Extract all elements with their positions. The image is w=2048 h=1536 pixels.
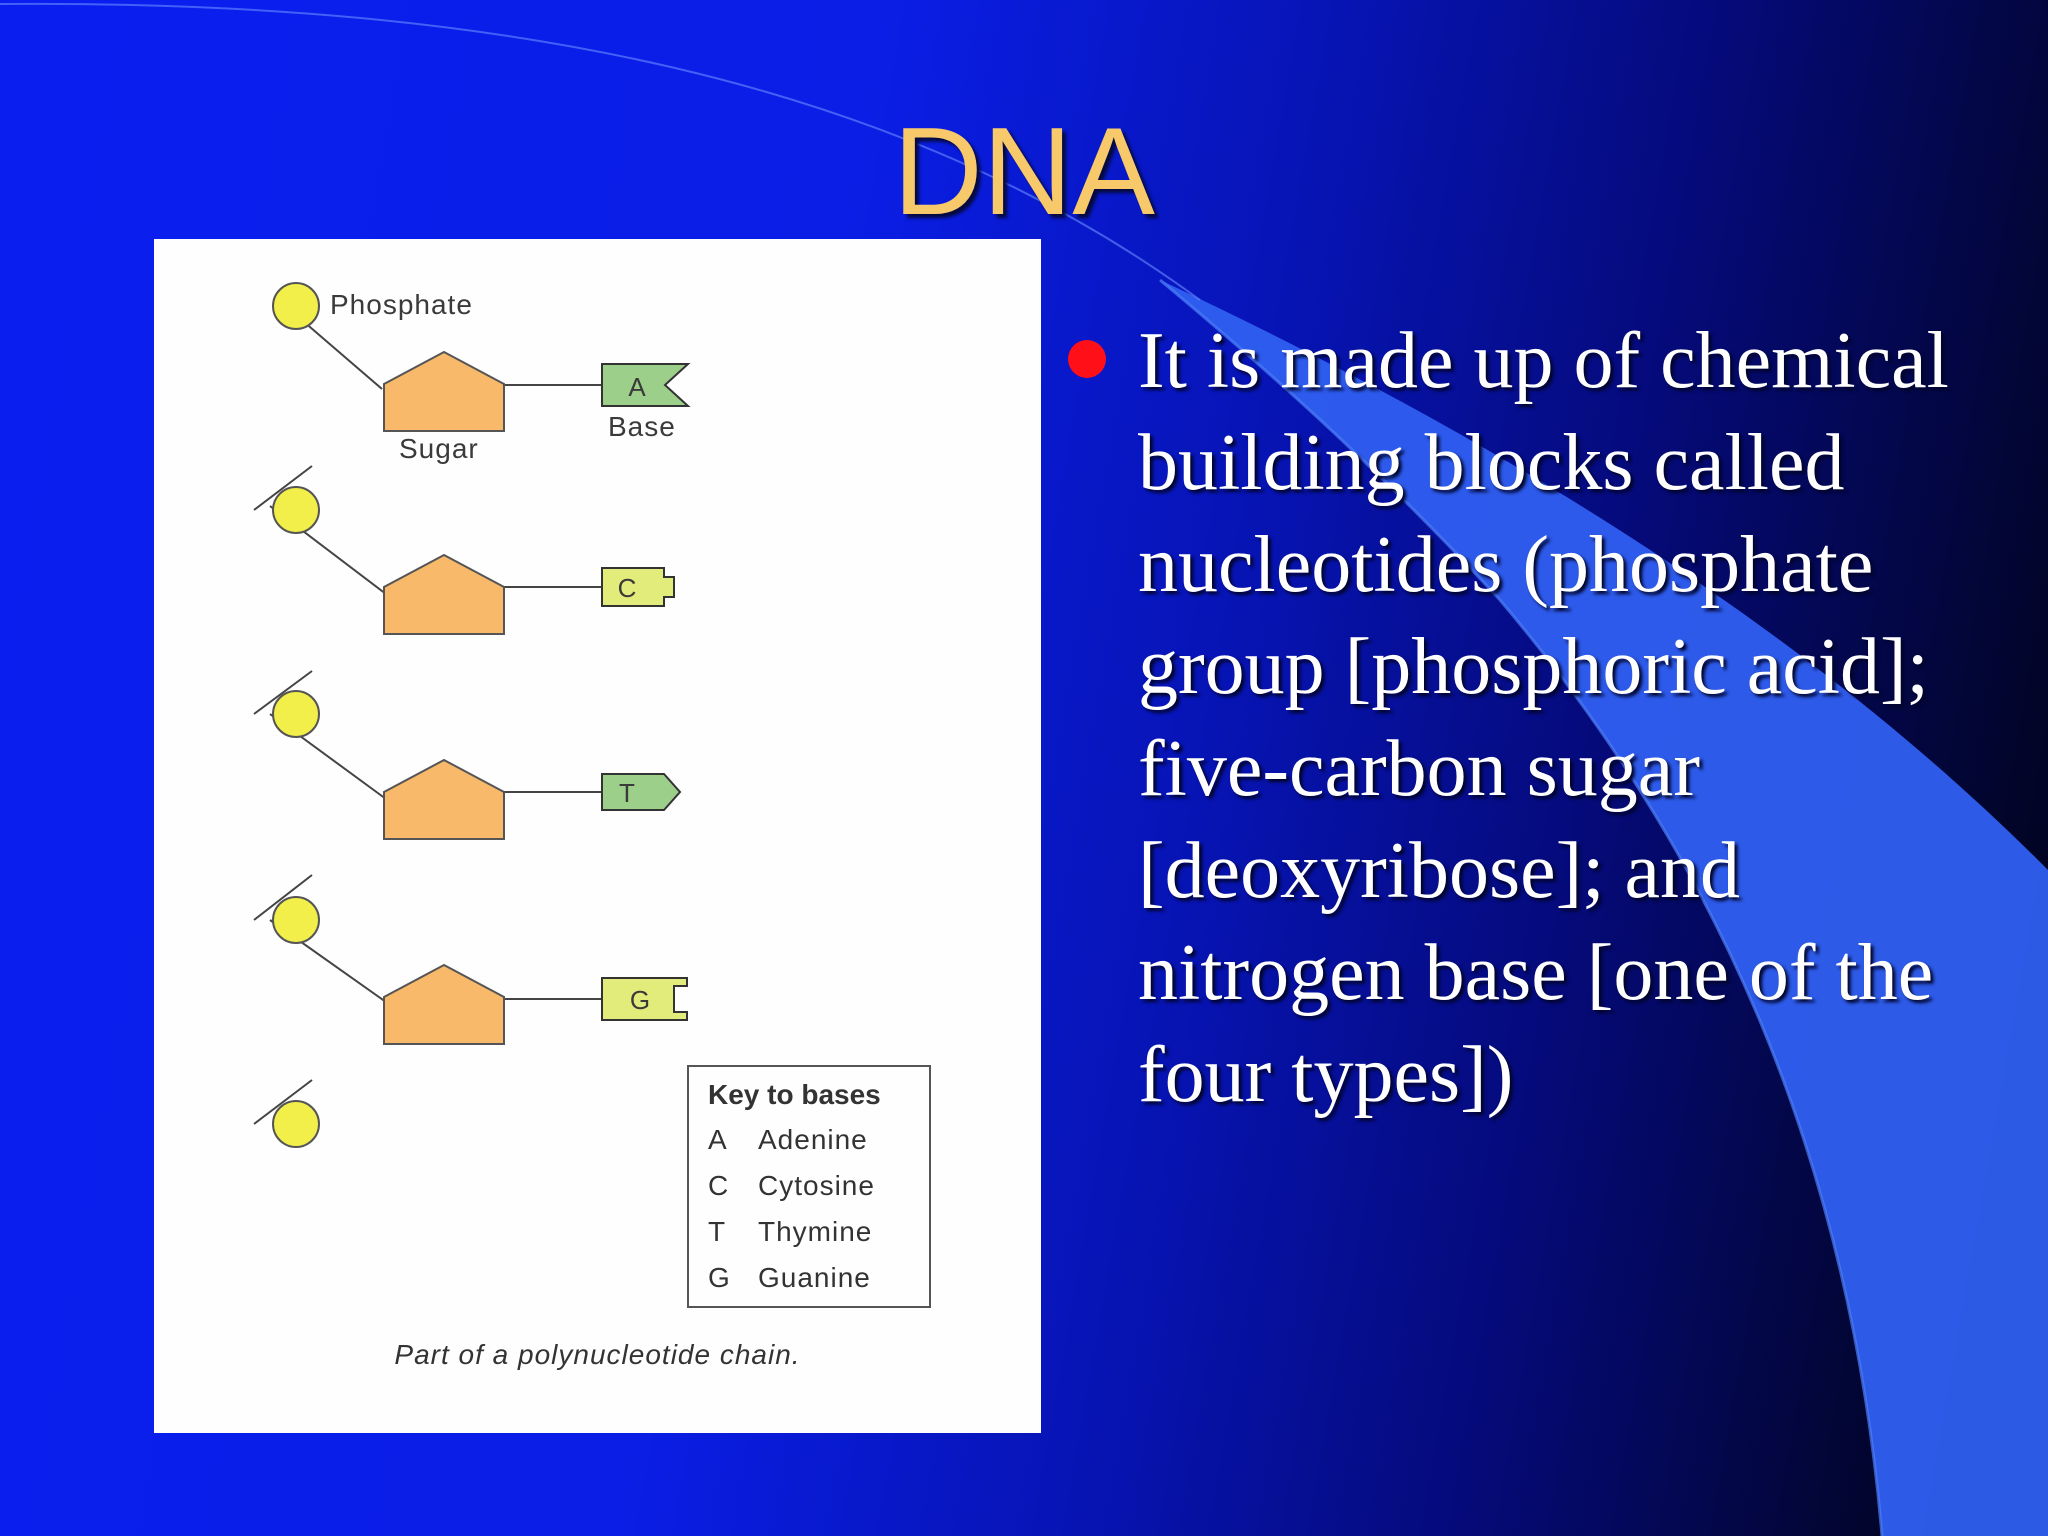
base-g-shape — [601, 977, 688, 1021]
base-c-group: C — [601, 567, 675, 607]
base-a-shape — [601, 363, 691, 407]
phosphate-circle — [272, 896, 320, 944]
base-label: Base — [608, 411, 676, 442]
background-swoosh — [1160, 280, 2048, 1536]
key-name: Cytosine — [758, 1170, 875, 1201]
bond-line — [253, 465, 313, 511]
phosphate-circle — [272, 486, 320, 534]
base-t-group: T — [601, 773, 682, 811]
base-a-letter: A — [628, 372, 646, 402]
key-to-bases-box: Key to bases A Adenine C Cytosine T Thymine… — [687, 1065, 931, 1308]
base-c-letter: C — [618, 573, 637, 603]
key-abbr: T — [708, 1216, 727, 1247]
phosphate-groups — [272, 282, 320, 1148]
key-name: Adenine — [758, 1124, 868, 1155]
bullet-text: It is made up of chemical building block… — [1138, 317, 1949, 1119]
base-g-group: G — [601, 977, 688, 1021]
key-row-adenine: A Adenine — [708, 1124, 868, 1156]
sugar-pentagon — [383, 758, 505, 840]
figure-caption: Part of a polynucleotide chain. — [394, 1339, 801, 1370]
phosphate-circle — [272, 690, 320, 738]
base-a-group: A — [601, 363, 691, 407]
key-row-thymine: T Thymine — [708, 1216, 872, 1248]
sugar-pentagon — [383, 553, 505, 635]
key-row-cytosine: C Cytosine — [708, 1170, 875, 1202]
sugar-label: Sugar — [399, 433, 479, 464]
key-abbr: A — [708, 1124, 728, 1155]
phosphate-label: Phosphate — [330, 289, 473, 320]
key-abbr: C — [708, 1170, 730, 1201]
bond-line — [253, 1079, 313, 1125]
key-name: Thymine — [758, 1216, 873, 1247]
base-g-letter: G — [630, 985, 650, 1015]
phosphate-circle — [272, 282, 320, 330]
phosphate-circle — [272, 1100, 320, 1148]
bullet-dot-icon — [1068, 340, 1106, 378]
key-abbr: G — [708, 1262, 731, 1293]
base-t-shape — [601, 773, 682, 811]
sugar-pentagon — [383, 350, 505, 432]
base-t-letter: T — [619, 778, 635, 808]
bond-line — [253, 670, 313, 715]
base-c-shape — [601, 567, 675, 607]
sugar-groups — [383, 350, 505, 1045]
key-title: Key to bases — [708, 1079, 881, 1110]
key-row-guanine: G Guanine — [708, 1262, 871, 1294]
bond-line — [253, 874, 313, 921]
bond-line — [295, 314, 383, 390]
slide-title: DNA — [893, 103, 1155, 241]
sugar-pentagon — [383, 963, 505, 1045]
background-swoosh-edge — [1159, 278, 1884, 1536]
polynucleotide-diagram: A C T G Phosphate Sugar Base — [253, 282, 691, 1148]
nucleotide-figure: A C T G Phosphate Sugar Base Key — [154, 239, 1041, 1433]
background-arc-line — [0, 2, 1201, 301]
base-groups: A C T G — [601, 363, 691, 1021]
key-name: Guanine — [758, 1262, 871, 1293]
